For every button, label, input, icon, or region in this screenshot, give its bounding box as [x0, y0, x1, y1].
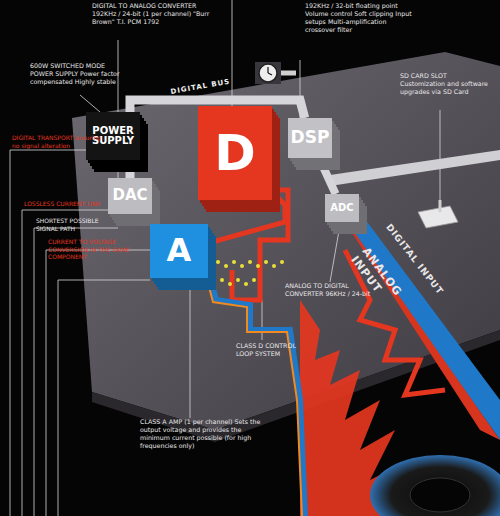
node-text: ADC: [330, 203, 353, 214]
node-text: D: [214, 127, 256, 180]
node-text: A: [167, 234, 192, 268]
leader-lines: [10, 0, 440, 516]
callout-label: SHORTEST POSSIBLE SIGNAL PATH: [36, 217, 116, 232]
dac-box: DAC: [108, 178, 152, 214]
connector: [319, 158, 335, 194]
speaker: [370, 455, 500, 516]
callout-label: CURRENT TO VOLTAGE CONVERSION IN THE SAM…: [48, 238, 148, 261]
output-wire-edge: [205, 272, 302, 516]
dsp-box: DSP: [288, 118, 332, 158]
callout-label: DIGITAL TRANSPORT ensuring no signal alt…: [12, 134, 102, 149]
loop-dots: [216, 260, 284, 286]
clock-icon: [255, 62, 296, 84]
class-d-box: D: [198, 106, 272, 200]
adc-box: ADC: [325, 194, 359, 222]
callout-label: CLASS A AMP (1 per channel) Sets the out…: [140, 418, 270, 449]
callout-label: ANALOG TO DIGITAL CONVERTER 96KHz / 24-b…: [285, 282, 375, 298]
class-d-loop: [232, 190, 288, 300]
sd-card: [418, 200, 458, 228]
connector: [146, 214, 155, 224]
circuit-board: [72, 52, 500, 430]
class-a-box: A: [150, 224, 208, 278]
output-wire: [208, 270, 305, 516]
connector-line: [319, 158, 335, 194]
analog-input-band: [345, 215, 500, 440]
node-text: DSP: [291, 129, 330, 147]
node-text: DAC: [112, 188, 147, 204]
callout-label: LOSSLESS CURRENT LINK: [24, 200, 119, 208]
callout-label: 192KHz / 32-bit floating point Volume co…: [305, 2, 415, 33]
speaker-cone: [410, 478, 470, 512]
callout-label: DIGITAL TO ANALOG CONVERTER 192KHz / 24-…: [92, 2, 212, 26]
connector-line: [146, 214, 155, 224]
callout-label: SD CARD SLOT Customization and software …: [400, 72, 492, 96]
callout-label: 600W SWITCHED MODE POWER SUPPLY Power fa…: [30, 62, 125, 86]
connector-label: DIGITAL BUS: [170, 78, 231, 97]
digital-input-bar: [330, 150, 500, 186]
callout-label: CLASS D CONTROL LOOP SYSTEM: [236, 342, 306, 358]
